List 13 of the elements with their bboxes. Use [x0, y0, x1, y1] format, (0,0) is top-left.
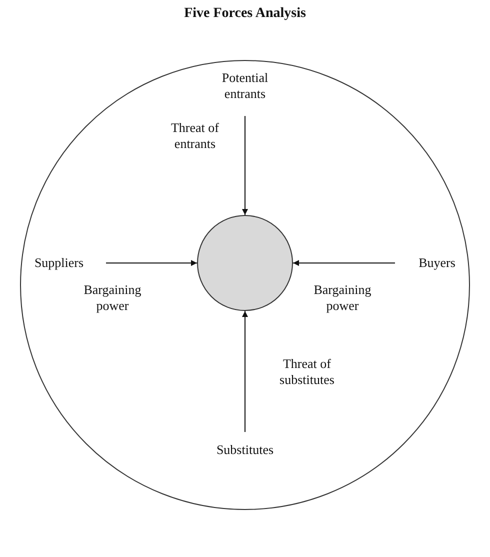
node-label: Suppliers: [33, 255, 85, 271]
node-label: Buyers: [418, 255, 456, 271]
edge-label: Threat of substitutes: [278, 356, 336, 388]
edge-label: Bargaining power: [312, 282, 372, 314]
arrow: [292, 260, 396, 266]
node-label: Substitutes: [215, 442, 275, 458]
edge-label: Bargaining power: [82, 282, 142, 314]
edge-label: Threat of entrants: [170, 120, 220, 152]
diagram-title: Five Forces Analysis: [183, 6, 307, 22]
arrow: [242, 310, 248, 432]
arrow: [242, 116, 248, 216]
node-label: Potential entrants: [220, 70, 270, 102]
arrow: [106, 260, 198, 266]
